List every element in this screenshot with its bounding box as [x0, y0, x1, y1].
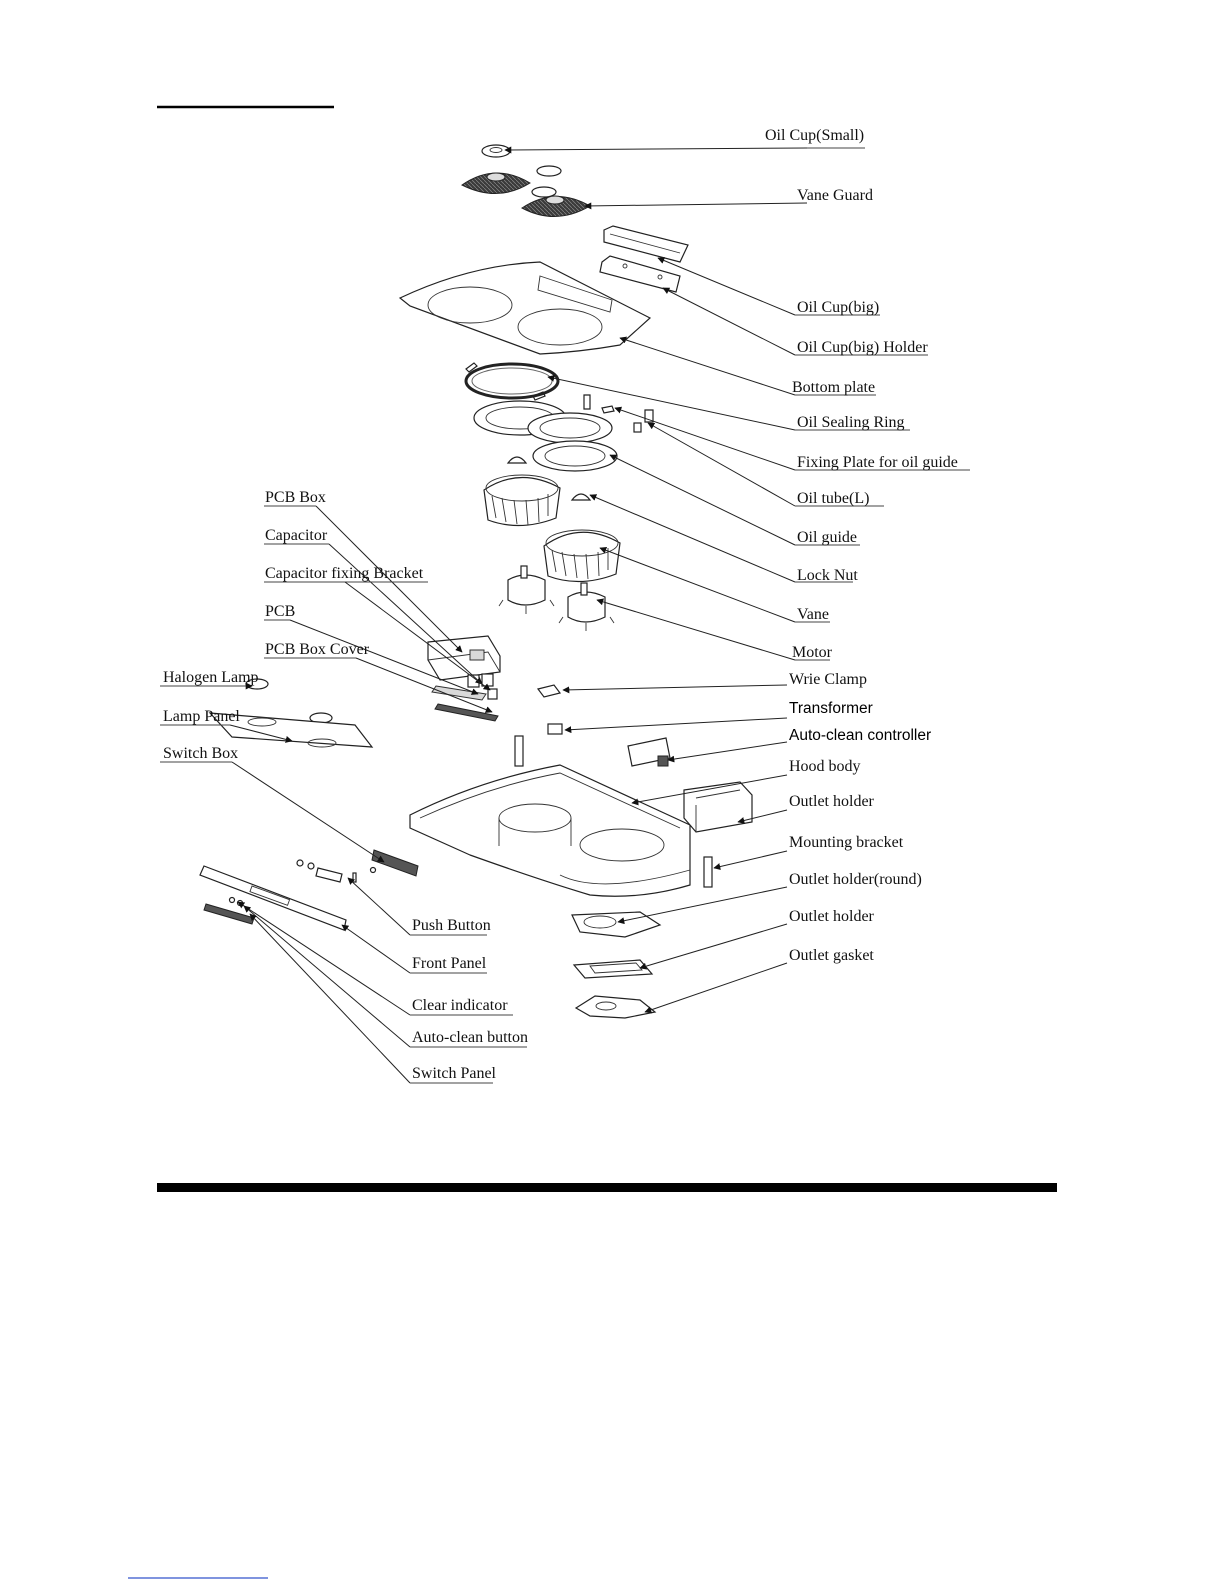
label-lock-nut: Lock Nut	[797, 567, 858, 584]
label-transformer: Transformer	[789, 700, 873, 717]
label-oil-cup-small: Oil Cup(Small)	[765, 127, 864, 144]
label-pcb: PCB	[265, 603, 295, 620]
label-halogen-lamp: Halogen Lamp	[163, 669, 259, 686]
parts-illustration	[199, 144, 753, 1019]
label-fixing-plate: Fixing Plate for oil guide	[797, 454, 958, 471]
label-vane-guard: Vane Guard	[797, 187, 873, 204]
label-motor: Motor	[792, 644, 833, 661]
label-outlet-holder-1: Outlet holder	[789, 793, 875, 810]
lock-nut-part	[506, 456, 592, 501]
label-pcb-box: PCB Box	[265, 489, 326, 506]
small-bracket-part	[514, 735, 524, 767]
switch-box-part	[371, 849, 419, 877]
label-oil-guide: Oil guide	[797, 529, 857, 546]
auto-clean-controller-part	[627, 737, 671, 767]
leader-lines	[160, 146, 970, 1084]
hood-body-part	[409, 764, 691, 897]
part-labels: Oil Cup(Small) Vane Guard Oil Cup(big) O…	[163, 127, 958, 1082]
bottom-plate-part	[398, 261, 652, 355]
outlet-holder-part	[572, 959, 654, 979]
vane-guard-part	[461, 172, 591, 217]
outlet-holder-box-part	[683, 781, 753, 833]
label-mounting-bracket: Mounting bracket	[789, 834, 904, 851]
outlet-gasket-part	[574, 995, 657, 1019]
label-push-button: Push Button	[412, 917, 491, 934]
label-auto-clean-button: Auto-clean button	[412, 1029, 528, 1046]
vane-part	[483, 474, 621, 583]
transformer-part	[547, 723, 563, 735]
label-wire-clamp: Wrie Clamp	[789, 671, 867, 688]
label-outlet-holder-2: Outlet holder	[789, 908, 875, 925]
push-button-part	[296, 859, 377, 883]
label-lamp-panel: Lamp Panel	[163, 708, 240, 725]
oil-sealing-ring-part	[464, 362, 560, 400]
label-capacitor-bracket: Capacitor fixing Bracket	[265, 565, 424, 582]
label-oil-tube: Oil tube(L)	[797, 490, 869, 507]
label-pcb-box-cover: PCB Box Cover	[265, 641, 370, 658]
halogen-lamp-part	[245, 678, 333, 724]
label-hood-body: Hood body	[789, 758, 861, 775]
label-bottom-plate: Bottom plate	[792, 379, 875, 396]
label-switch-box: Switch Box	[163, 745, 238, 762]
switch-panel-part	[203, 896, 255, 925]
label-switch-panel: Switch Panel	[412, 1065, 497, 1082]
label-auto-clean-controller: Auto-clean controller	[789, 727, 931, 744]
wire-clamp-part	[536, 684, 562, 698]
label-oil-cup-big-holder: Oil Cup(big) Holder	[797, 339, 928, 356]
label-clear-indicator: Clear indicator	[412, 997, 508, 1014]
oil-cup-big-part	[599, 225, 689, 293]
mounting-bracket-part	[703, 856, 713, 888]
label-outlet-holder-round: Outlet holder(round)	[789, 871, 922, 888]
label-front-panel: Front Panel	[412, 955, 487, 972]
pcb-box-cover-part	[434, 703, 499, 722]
oil-cup-small-part	[481, 144, 562, 198]
label-capacitor: Capacitor	[265, 527, 328, 544]
label-oil-sealing-ring: Oil Sealing Ring	[797, 414, 905, 431]
label-outlet-gasket: Outlet gasket	[789, 947, 874, 964]
lamp-panel-part	[208, 712, 374, 748]
label-oil-cup-big: Oil Cup(big)	[797, 299, 879, 316]
label-vane: Vane	[797, 606, 829, 623]
oil-guide-part	[473, 400, 618, 472]
pcb-part	[431, 685, 487, 701]
motor-part	[498, 565, 615, 631]
pcb-box-part	[427, 635, 501, 681]
section-divider	[157, 1183, 1057, 1192]
